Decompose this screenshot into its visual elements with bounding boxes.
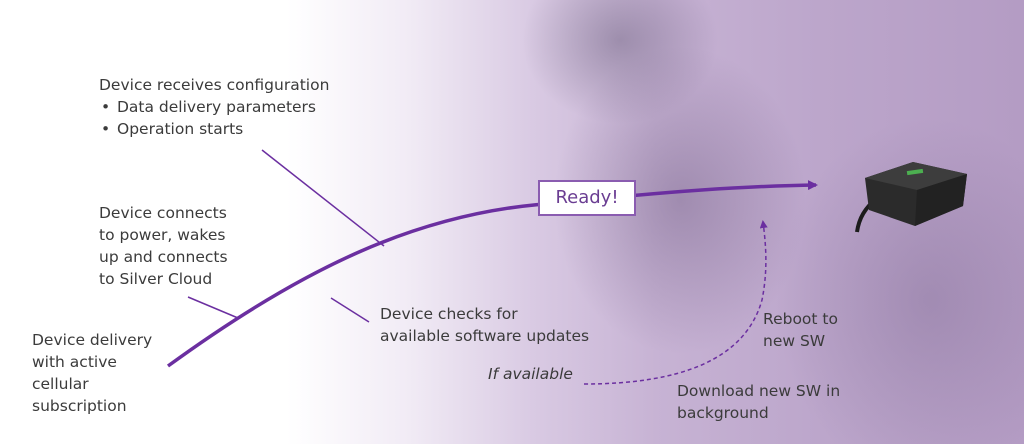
- config-bullet-item: Operation starts: [101, 118, 329, 140]
- pointer-line-config: [261, 149, 385, 247]
- download-sw-text: Download new SW in background: [677, 382, 841, 422]
- step-config-title: Device receives configuration: [99, 76, 330, 94]
- gateway-device-icon: [855, 162, 967, 233]
- step-connects-text: Device connects to power, wakes up and c…: [99, 204, 228, 288]
- reboot-sw-text: Reboot to new SW: [763, 310, 838, 350]
- step-config-block: Device receives configuration Data deliv…: [99, 74, 329, 140]
- if-available-label: If available: [488, 365, 573, 383]
- step-checks-text: Device checks for available software upd…: [380, 305, 590, 345]
- step-delivery-text: Device delivery with active cellular sub…: [32, 331, 153, 415]
- config-bullet-list: Data delivery parameters Operation start…: [99, 96, 329, 140]
- pointer-line-checks: [330, 297, 370, 323]
- dashed-update-path: [583, 220, 768, 385]
- ready-badge: Ready!: [538, 180, 636, 216]
- config-bullet-item: Data delivery parameters: [101, 96, 329, 118]
- pointer-line-connects: [187, 296, 239, 319]
